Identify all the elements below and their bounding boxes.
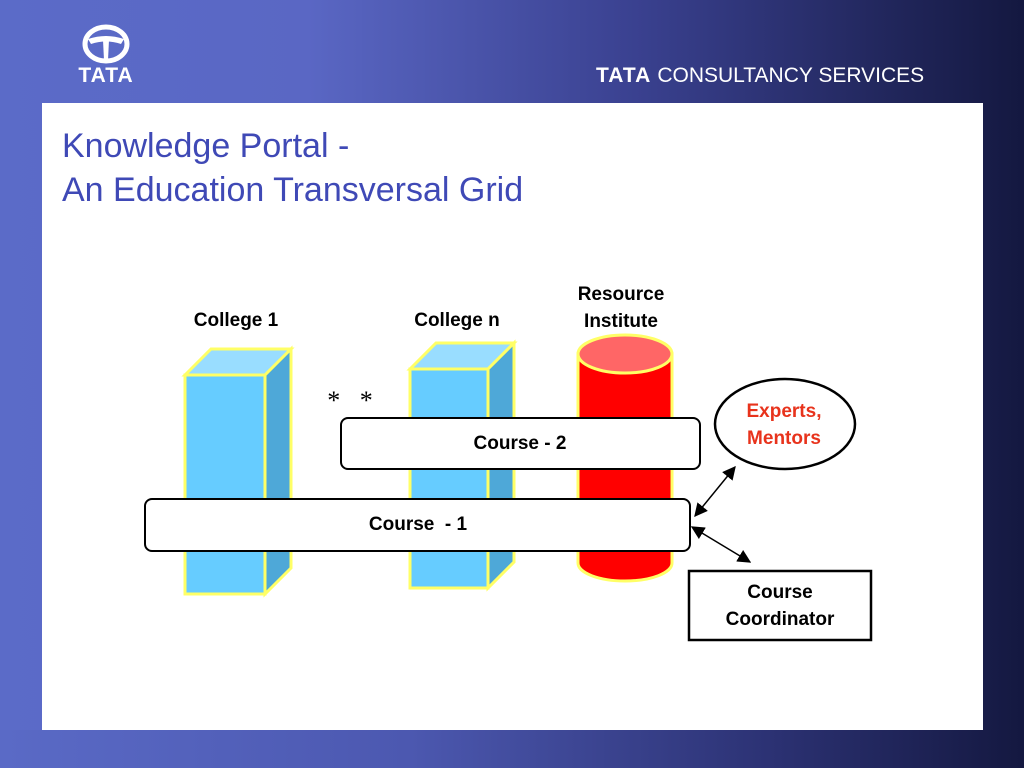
course-coordinator-box	[687, 569, 873, 642]
coordinator-arrow	[690, 526, 752, 563]
resource-institute-label-line-2: Institute	[584, 311, 658, 332]
ellipsis-separator: * *	[327, 386, 373, 415]
experts-arrow	[694, 465, 736, 518]
college-1-prism	[181, 345, 295, 598]
college-1-label: College 1	[194, 310, 279, 331]
coordinator-label-line-1: Course	[747, 582, 812, 603]
slide-title-line-2: An Education Transversal Grid	[62, 171, 524, 209]
experts-label-line-2: Mentors	[747, 428, 821, 449]
tcs-brand-prefix: TATA	[596, 64, 652, 87]
tcs-brand-name: CONSULTANCY SERVICES	[657, 64, 925, 87]
tata-wordmark: TATA	[78, 64, 134, 87]
experts-label-line-1: Experts,	[747, 401, 822, 422]
resource-institute-label-line-1: Resource	[578, 284, 665, 305]
course-1-bar	[144, 498, 691, 552]
bottom-band	[0, 730, 1024, 768]
tata-logo-icon	[82, 24, 130, 64]
slide-title: Knowledge Portal - An Education Transver…	[62, 124, 523, 212]
slide-title-line-1: Knowledge Portal -	[62, 127, 350, 165]
course-2-label: Course - 2	[474, 433, 567, 454]
course-2-bar	[340, 417, 701, 470]
experts-mentors-ellipse	[713, 377, 857, 471]
coordinator-label-line-2: Coordinator	[726, 609, 835, 630]
college-n-label: College n	[414, 310, 500, 331]
course-1-label: Course - 1	[369, 514, 468, 535]
